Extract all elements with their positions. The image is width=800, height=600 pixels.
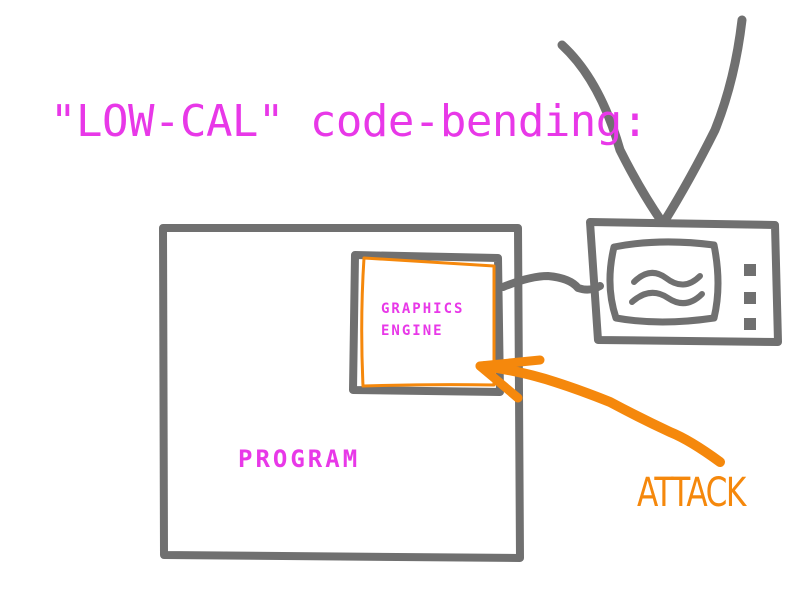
graphics-engine-highlight xyxy=(360,256,496,388)
tv-cable xyxy=(499,272,604,294)
graphics-engine-box xyxy=(349,251,504,396)
diagram-title: "LOW-CAL" code-bending: xyxy=(50,96,648,147)
attack-label: ATTACK xyxy=(637,470,746,516)
attack-arrow xyxy=(475,355,725,467)
program-label: PROGRAM xyxy=(238,445,361,473)
graphics-engine-label-line2: ENGINE xyxy=(381,323,444,339)
graphics-engine-label: GRAPHICS ENGINE xyxy=(381,298,491,342)
graphics-engine-label-line1: GRAPHICS xyxy=(381,301,465,317)
tv-antenna xyxy=(557,15,747,227)
television-icon xyxy=(586,218,782,346)
program-box xyxy=(159,224,524,562)
